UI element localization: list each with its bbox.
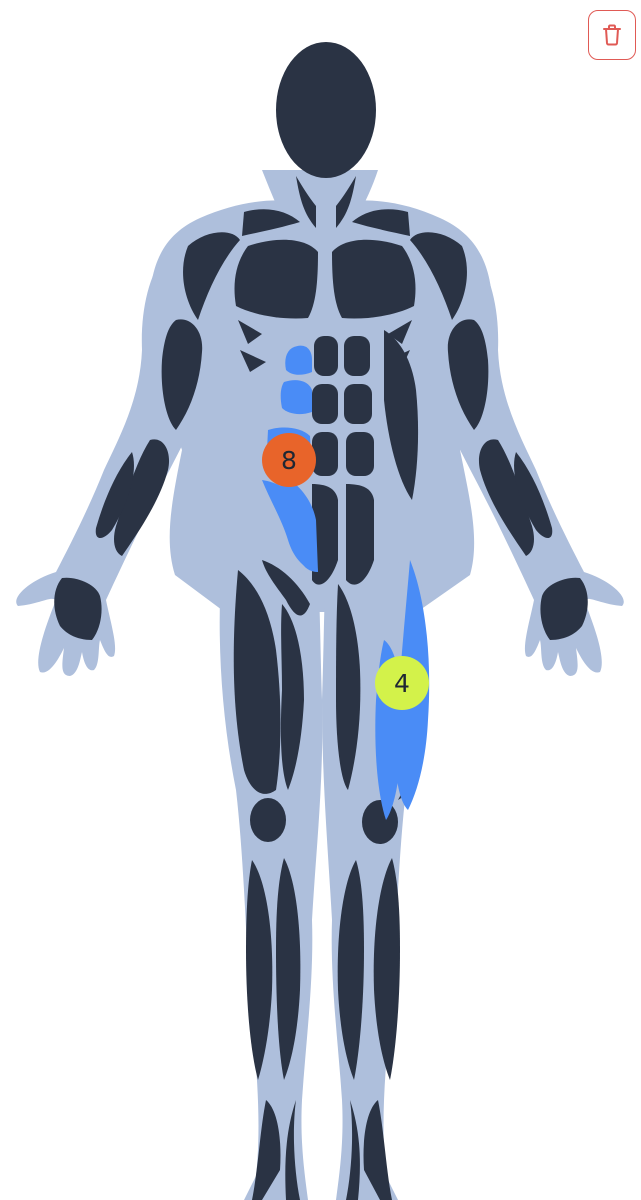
body-silhouette xyxy=(16,170,624,1200)
muscle-marker-abdominal-oblique[interactable]: 8 xyxy=(262,433,316,487)
head xyxy=(276,42,376,178)
marker-count: 4 xyxy=(394,669,410,698)
muscle-marker-quadriceps[interactable]: 4 xyxy=(375,656,429,710)
marker-count: 8 xyxy=(281,446,297,475)
trash-icon xyxy=(601,23,623,47)
delete-button[interactable] xyxy=(588,10,636,60)
